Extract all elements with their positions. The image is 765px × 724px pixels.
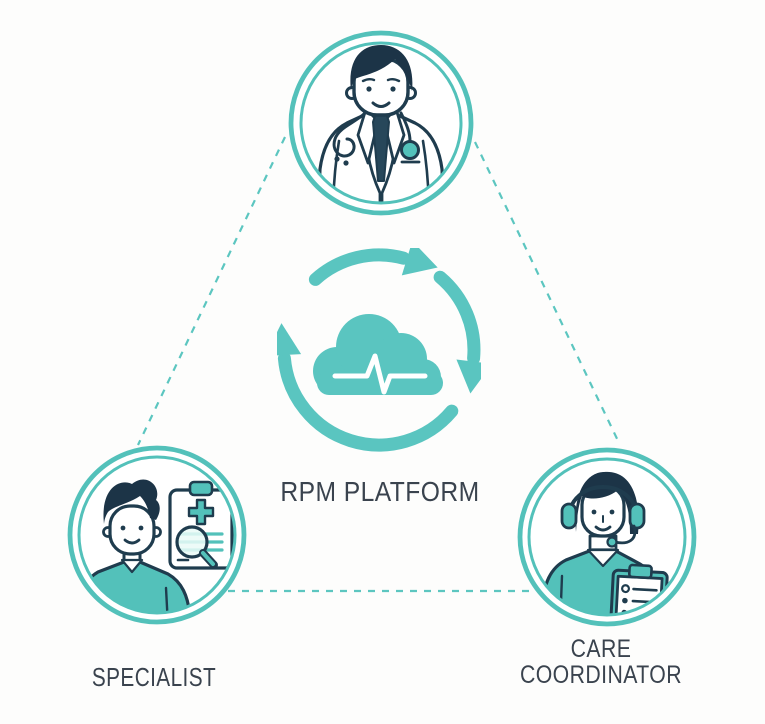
sync-arrowhead-left <box>277 323 302 356</box>
connector-physician-coordinator <box>474 141 621 446</box>
coordinator-inner-ring <box>527 457 687 617</box>
node-specialist <box>66 444 248 626</box>
specialist-label: SPECIALIST <box>29 662 279 693</box>
specialist-label-text: SPECIALIST <box>91 662 217 692</box>
sync-arc-bottom <box>277 351 459 452</box>
rpm-platform-label: RPM PLATFORM <box>230 476 530 508</box>
medical-report-icon <box>168 480 234 570</box>
cloud-heartbeat-sync-icon <box>277 248 481 452</box>
heartbeat-line <box>332 353 428 395</box>
specialist-inner-ring <box>77 455 237 615</box>
rpm-platform-label-text: RPM PLATFORM <box>280 476 480 507</box>
node-rpm-platform <box>277 248 481 452</box>
physician-inner-ring <box>299 41 463 205</box>
node-physician <box>287 29 475 217</box>
specialist-avatar-icon <box>67 445 247 625</box>
care-coordinator-label: CARE COORDINATOR <box>496 636 706 688</box>
cloud-shape <box>313 314 443 395</box>
coordinator-outer-ring <box>517 447 697 627</box>
sync-arrowhead-right <box>456 359 481 394</box>
sync-arrowhead-top <box>401 248 438 276</box>
physician-avatar-icon <box>288 30 474 216</box>
sync-arc-right <box>433 270 481 365</box>
specialist-outer-ring <box>67 445 247 625</box>
physician-outer-ring <box>288 30 474 216</box>
care-coordinator-label-text: CARE COORDINATOR <box>519 635 683 689</box>
care-coordinator-avatar-icon <box>517 447 697 627</box>
connector-physician-specialist <box>137 136 286 446</box>
node-care-coordinator <box>516 446 698 628</box>
sync-arc-top <box>308 248 411 286</box>
